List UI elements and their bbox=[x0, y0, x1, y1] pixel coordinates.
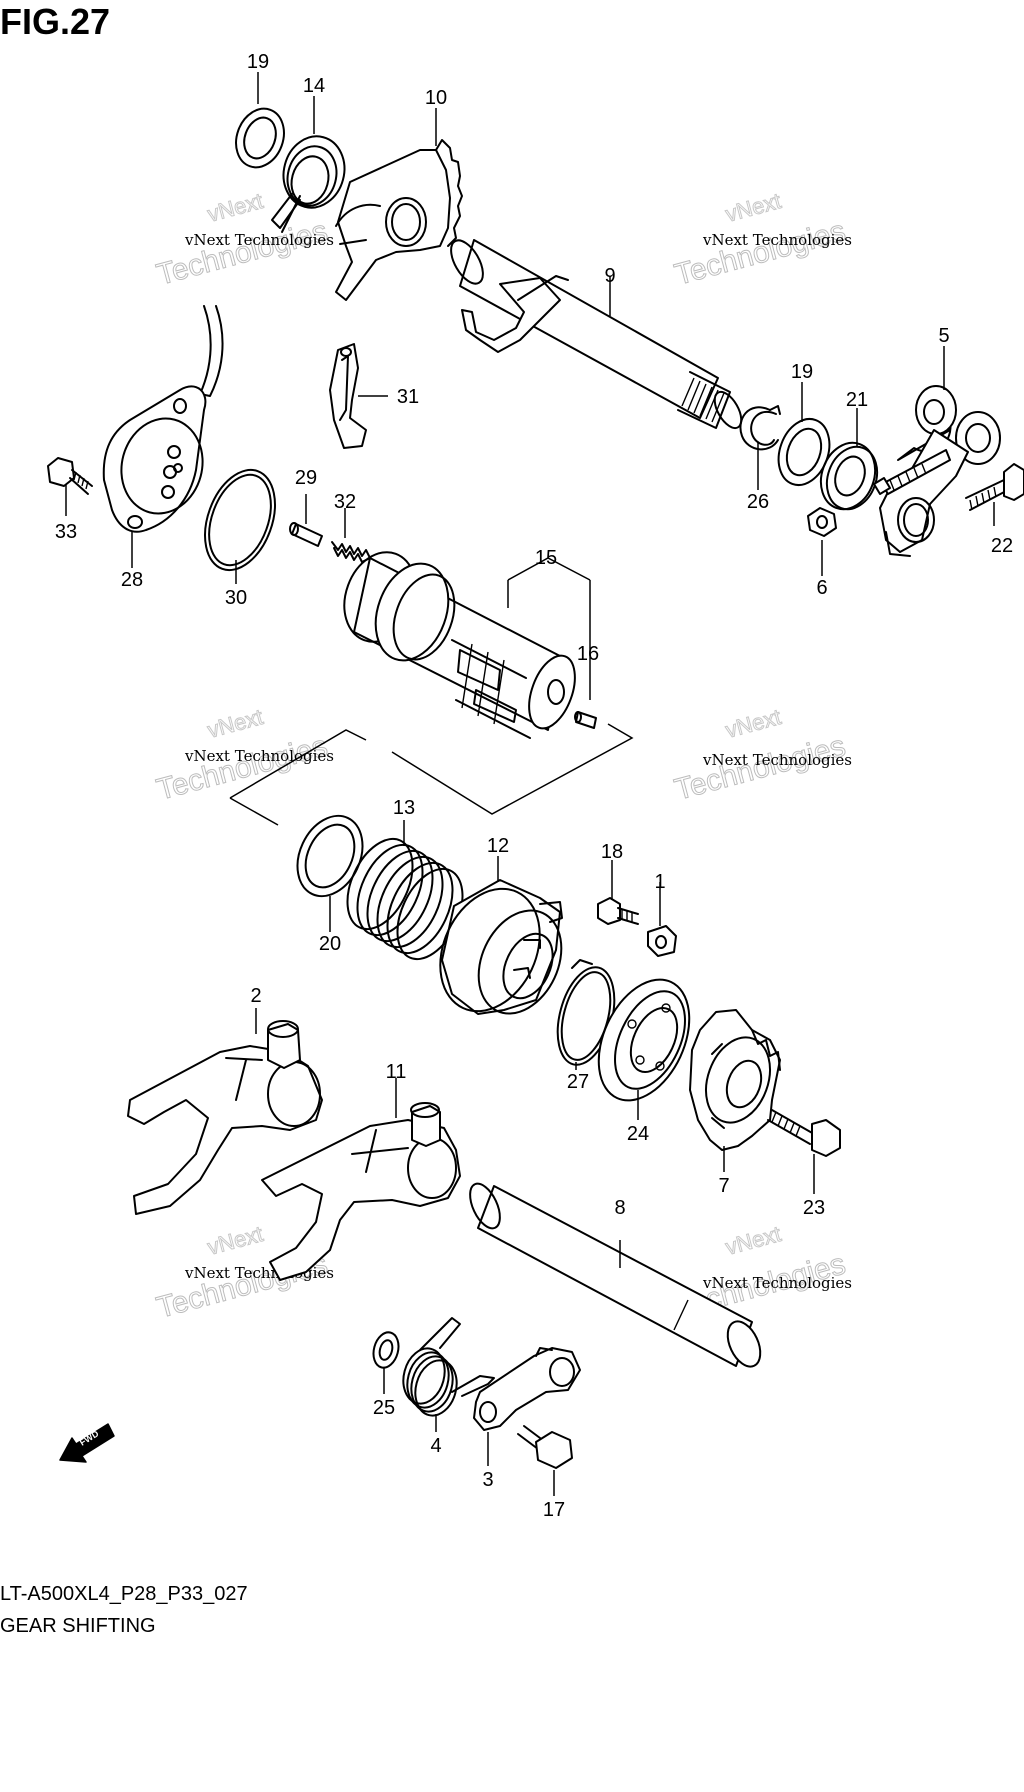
svg-text:vNext: vNext bbox=[723, 704, 784, 743]
part-21-oil-seal bbox=[819, 441, 879, 511]
part-18-screw bbox=[597, 897, 639, 925]
part-8-fork-shaft bbox=[469, 1182, 762, 1368]
part-11-shift-fork bbox=[261, 1102, 461, 1281]
part-1-nut bbox=[647, 925, 677, 957]
callout-11: 11 bbox=[386, 1061, 407, 1083]
svg-text:vNext: vNext bbox=[205, 704, 266, 743]
watermark-mid-left: vNext Technologies vNext Technologies bbox=[153, 704, 334, 808]
callout-2: 2 bbox=[250, 985, 261, 1007]
part-6-nut bbox=[807, 507, 837, 537]
part-15-shift-cam bbox=[343, 551, 576, 739]
callout-26: 26 bbox=[747, 491, 769, 513]
callout-1: 1 bbox=[654, 871, 665, 893]
figure-caption: GEAR SHIFTING bbox=[0, 1615, 156, 1637]
part-13-coil-spring bbox=[346, 837, 464, 961]
callout-23: 23 bbox=[803, 1197, 825, 1219]
callout-15: 15 bbox=[535, 547, 557, 569]
callout-7: 7 bbox=[718, 1175, 729, 1197]
svg-text:Technologies: Technologies bbox=[671, 215, 849, 292]
part-26-circlip bbox=[739, 405, 781, 451]
callout-24: 24 bbox=[627, 1123, 649, 1145]
part-14-return-spring bbox=[271, 135, 346, 233]
callout-numbers: 19 14 10 9 5 19 21 31 26 6 22 29 32 33 2… bbox=[55, 51, 1013, 1521]
part-25-washer bbox=[372, 1331, 400, 1369]
svg-text:vNext: vNext bbox=[205, 1221, 266, 1260]
part-17-bolt bbox=[517, 1425, 573, 1469]
part-10-shift-arm bbox=[335, 139, 463, 301]
callout-27: 27 bbox=[567, 1071, 589, 1093]
model-code: LT-A500XL4_P28_P33_027 bbox=[0, 1583, 248, 1605]
watermark-mid-right: vNext Technologies vNext Technologies bbox=[671, 704, 852, 808]
part-28-cover bbox=[102, 305, 224, 533]
callout-18: 18 bbox=[601, 841, 623, 863]
part-24-bearing bbox=[597, 978, 691, 1102]
svg-text:Technologies: Technologies bbox=[153, 215, 331, 292]
callout-3: 3 bbox=[482, 1469, 493, 1491]
callout-33: 33 bbox=[55, 521, 77, 543]
part-3-cam-stopper bbox=[473, 1347, 581, 1431]
part-23-bolt bbox=[767, 1109, 841, 1157]
leader-lines bbox=[65, 72, 995, 1496]
part-30-o-ring bbox=[204, 468, 276, 572]
part-19-washer-top bbox=[235, 107, 285, 169]
part-32-small-spring bbox=[331, 541, 371, 563]
callout-22: 22 bbox=[991, 535, 1013, 557]
part-31-guide-plate bbox=[329, 343, 367, 449]
callout-12: 12 bbox=[487, 835, 509, 857]
part-29-pin bbox=[289, 522, 323, 547]
svg-text:vNext: vNext bbox=[723, 1221, 784, 1260]
svg-text:vNext Technologies: vNext Technologies bbox=[702, 1274, 852, 1292]
callout-29: 29 bbox=[295, 467, 317, 489]
callout-25: 25 bbox=[373, 1397, 395, 1419]
callout-5: 5 bbox=[938, 325, 949, 347]
callout-14: 14 bbox=[303, 75, 325, 97]
callout-13: 13 bbox=[393, 797, 415, 819]
part-12-cam-collar bbox=[439, 879, 563, 1015]
svg-text:vNext: vNext bbox=[723, 188, 784, 227]
callout-20: 20 bbox=[319, 933, 341, 955]
callout-28: 28 bbox=[121, 569, 143, 591]
svg-text:vNext Technologies: vNext Technologies bbox=[702, 231, 852, 249]
part-7-driven-gear bbox=[689, 1009, 781, 1151]
svg-text:vNext: vNext bbox=[205, 188, 266, 227]
part-33-bolt bbox=[47, 457, 93, 495]
watermark-top-right: vNext Technologies vNext Technologies bbox=[671, 188, 852, 293]
callout-16: 16 bbox=[577, 643, 599, 665]
svg-text:vNext Technologies: vNext Technologies bbox=[702, 751, 852, 769]
part-4-torsion-spring bbox=[402, 1317, 495, 1417]
callout-32: 32 bbox=[334, 491, 356, 513]
svg-text:vNext Technologies: vNext Technologies bbox=[184, 747, 334, 765]
group-bracket bbox=[229, 557, 634, 826]
callout-10: 10 bbox=[425, 87, 447, 109]
svg-text:Technologies: Technologies bbox=[153, 730, 331, 807]
part-22-bolt bbox=[965, 463, 1024, 511]
fwd-arrow-icon: FWD bbox=[59, 1423, 115, 1463]
callout-30: 30 bbox=[225, 587, 247, 609]
callout-21: 21 bbox=[846, 389, 868, 411]
figure-title: FIG.27 bbox=[0, 1, 110, 42]
svg-text:vNext Technologies: vNext Technologies bbox=[184, 231, 334, 249]
callout-17: 17 bbox=[543, 1499, 565, 1521]
callout-9: 9 bbox=[604, 265, 615, 287]
part-5-shift-lever bbox=[873, 385, 1001, 557]
part-9-shift-shaft bbox=[450, 239, 743, 430]
callout-19-top: 19 bbox=[247, 51, 269, 73]
callout-8: 8 bbox=[614, 1197, 625, 1219]
part-16-cam-pin bbox=[574, 711, 597, 729]
callout-19-right: 19 bbox=[791, 361, 813, 383]
part-20-washer bbox=[296, 814, 364, 898]
callout-6: 6 bbox=[816, 577, 827, 599]
callout-31: 31 bbox=[397, 386, 419, 408]
part-2-shift-fork bbox=[127, 1020, 323, 1215]
callout-4: 4 bbox=[430, 1435, 441, 1457]
